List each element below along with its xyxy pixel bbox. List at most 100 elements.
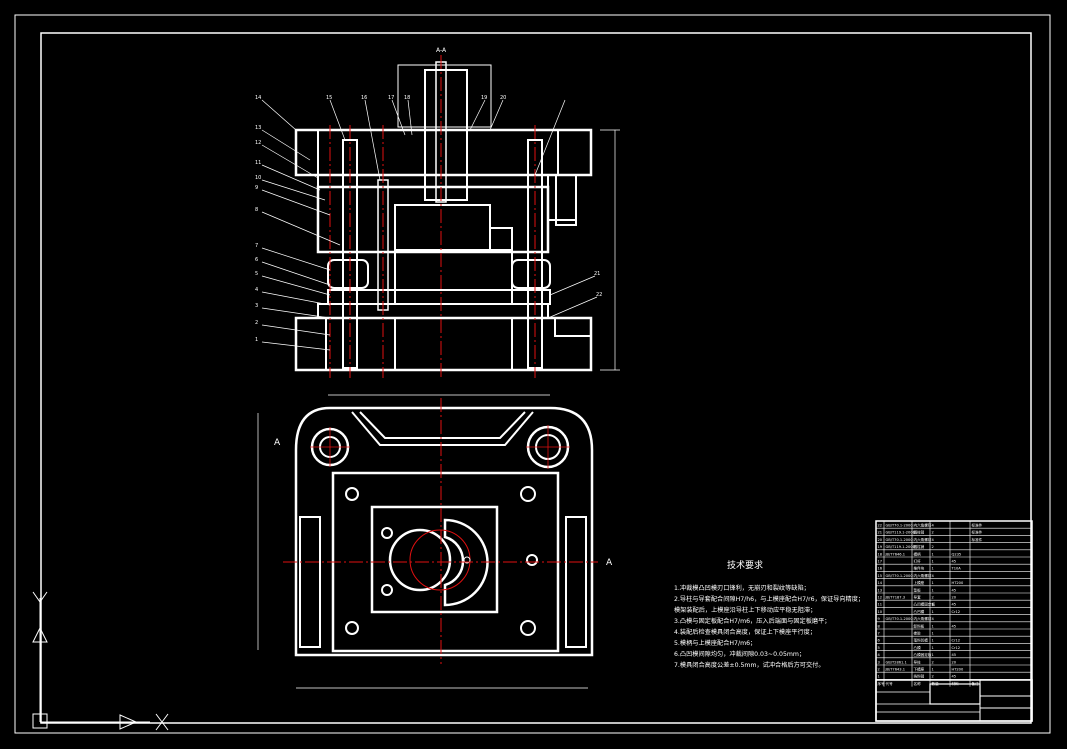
outer-sheet-border bbox=[14, 14, 1051, 734]
bom-cell: 卸料板 bbox=[914, 623, 925, 628]
bom-cell: 1 bbox=[932, 603, 934, 607]
tech-requirement-line: 3.凸模与固定板配合H7/m6，压入后端面与固定板磨平； bbox=[674, 617, 830, 625]
bom-cell: GB/T70.1-2000 bbox=[886, 617, 914, 621]
ucs-axis-icon[interactable] bbox=[32, 591, 169, 731]
bom-cell: 内六角螺钉 bbox=[914, 537, 932, 542]
bom-cell: 12 bbox=[878, 596, 883, 600]
bom-cell: 20 bbox=[878, 538, 883, 542]
callout-label: 1 bbox=[255, 337, 258, 343]
callout-label: 10 bbox=[255, 175, 261, 181]
bom-cell: T10A bbox=[951, 567, 962, 571]
bom-header-cell: 名称 bbox=[914, 681, 922, 686]
bom-cell: 2 bbox=[932, 675, 934, 679]
bom-cell: 挡料销 bbox=[914, 674, 925, 679]
bom-cell: 4 bbox=[932, 617, 935, 621]
tech-requirements-lines: 1.冲裁模凸凹模刃口锋利，无崩刃和裂纹等缺陷； 2.导柱与导套配合间隙H7/h6，… bbox=[674, 584, 864, 669]
bom-cell: 13 bbox=[878, 588, 883, 592]
bom-cell: 45 bbox=[952, 603, 957, 607]
callout-label: 22 bbox=[596, 292, 602, 298]
bom-cell: GB/T70.1-2000 bbox=[886, 538, 914, 542]
callout-label: 21 bbox=[594, 271, 600, 277]
bom-cell: GB/T2861.1 bbox=[886, 660, 907, 664]
callout-label: 20 bbox=[500, 95, 506, 101]
bom-cell: 45 bbox=[952, 588, 957, 592]
bom-cell: 1 bbox=[932, 610, 934, 614]
bom-cell: HT200 bbox=[952, 581, 964, 585]
bom-cell: 1 bbox=[932, 646, 934, 650]
bom-cell: 2 bbox=[932, 545, 934, 549]
bom-cell: 圆柱销 bbox=[914, 530, 925, 535]
technical-requirements: 技术要求 1.冲裁模凸凹模刃口锋利，无崩刃和裂纹等缺陷； 2.导柱与导套配合间隙H… bbox=[674, 559, 864, 669]
bom-cell: 1 bbox=[932, 560, 934, 564]
bom-cell: 1 bbox=[932, 653, 934, 657]
bom-cell: 1 bbox=[932, 624, 934, 628]
tech-requirements-title: 技术要求 bbox=[727, 559, 763, 571]
bom-cell: 45 bbox=[952, 624, 957, 628]
tech-requirement-line: 6.凸凹模间隙均匀，冲裁间隙0.03~0.05mm； bbox=[674, 650, 805, 658]
top-callout-labels: 15 16 17 18 19 20 bbox=[326, 95, 506, 101]
bom-cell: JB/T7646.1 bbox=[885, 552, 906, 556]
bom-cell: 45 bbox=[952, 653, 957, 657]
bom-cell: 标准件 bbox=[972, 530, 983, 535]
bom-cell: 垫板 bbox=[914, 587, 922, 592]
tech-requirement-line: 1.冲裁模凸凹模刃口锋利，无崩刃和裂纹等缺陷； bbox=[674, 584, 810, 592]
bom-cell: 1 bbox=[932, 668, 934, 672]
bom-cell: 1 bbox=[932, 632, 934, 636]
bom-cell: 1 bbox=[932, 567, 934, 571]
bom-cell: 3 bbox=[878, 660, 880, 664]
bom-cell: 45 bbox=[952, 675, 957, 679]
callout-label: 15 bbox=[326, 95, 332, 101]
bom-cell: 凸模固定板 bbox=[914, 652, 932, 657]
callout-label: 18 bbox=[404, 95, 410, 101]
tech-requirement-line: 4.装配后检查模具闭合高度，保证上下模座平行度； bbox=[674, 628, 816, 636]
inner-sheet-border bbox=[40, 32, 1032, 724]
svg-text:A: A bbox=[606, 558, 613, 568]
svg-text:A: A bbox=[274, 438, 281, 448]
bom-cell: Cr12 bbox=[952, 646, 961, 650]
bom-cell: 17 bbox=[878, 560, 883, 564]
tech-requirement-line: 2.导柱与导套配合间隙H7/h6，与上模座配合H7/r6，保证导向精度； bbox=[674, 595, 864, 603]
bom-cell: 导柱 bbox=[914, 659, 922, 664]
tech-requirement-line: 5.模柄与上模座配合H7/m6； bbox=[674, 639, 756, 647]
bom-cell: 内六角螺钉 bbox=[914, 616, 932, 621]
callout-label: 19 bbox=[481, 95, 487, 101]
tech-requirement-line: 7.模具闭合高度公差±0.5mm，试冲合格后方可交付。 bbox=[674, 661, 825, 669]
bom-header-cell: 代号 bbox=[886, 681, 894, 686]
bom-cell: 凸模 bbox=[914, 645, 922, 650]
bom-cell: 2 bbox=[932, 596, 934, 600]
callout-label: 11 bbox=[255, 160, 261, 166]
callout-label: 13 bbox=[255, 125, 261, 131]
bom-cell: 标准件 bbox=[972, 537, 983, 542]
bom-cell: 2 bbox=[932, 531, 934, 535]
bom-cell: 模柄 bbox=[914, 551, 922, 556]
bom-cell: 1 bbox=[932, 581, 934, 585]
bom-cell: 圆柱销 bbox=[914, 544, 925, 549]
bom-cell: 8 bbox=[878, 624, 881, 628]
bom-cell: 20 bbox=[952, 660, 957, 664]
bom-cell: 2 bbox=[932, 660, 934, 664]
bom-cell: 标准件 bbox=[972, 523, 983, 528]
right-callout-labels: 21 22 bbox=[594, 271, 602, 298]
bom-cell: 19 bbox=[878, 545, 883, 549]
callout-label: 17 bbox=[388, 95, 394, 101]
bom-cell: HT200 bbox=[952, 668, 964, 672]
bom-cell: 22 bbox=[878, 524, 883, 528]
callout-label: 6 bbox=[255, 257, 258, 263]
bom-cell: Cr12 bbox=[952, 610, 961, 614]
bom-cell: 1 bbox=[932, 552, 934, 556]
section-center-mark: A-A bbox=[436, 47, 447, 54]
bom-cell: 1 bbox=[932, 588, 934, 592]
bom-cell: 推件块 bbox=[914, 566, 925, 571]
bom-cell: 1 bbox=[932, 639, 934, 643]
bom-cell: 18 bbox=[878, 552, 883, 556]
plan-view: A A bbox=[257, 394, 613, 689]
bom-cell: 打杆 bbox=[914, 559, 922, 564]
callout-label: 16 bbox=[361, 95, 367, 101]
bom-cell: GB/T70.1-2000 bbox=[886, 524, 914, 528]
bom-cell: 凸凹模 bbox=[914, 609, 925, 614]
tech-requirement-line: 模架装配后，上模座沿导柱上下移动应平稳无阻滞； bbox=[674, 606, 816, 614]
bom-cell: JB/T7643.1 bbox=[885, 668, 906, 672]
